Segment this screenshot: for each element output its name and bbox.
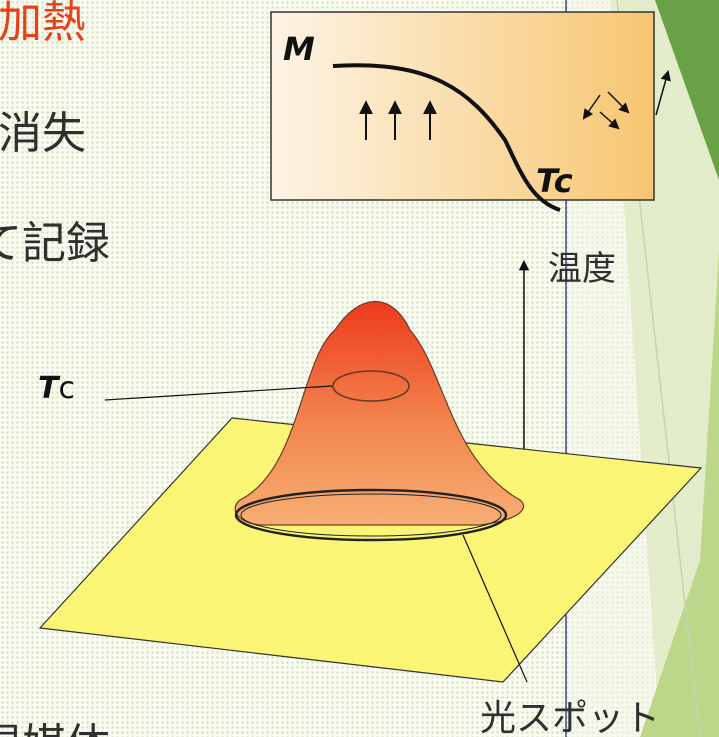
slide-text-line2: 消失 xyxy=(0,108,86,159)
light-spot-ellipse xyxy=(234,488,508,542)
light-spot-leader-line xyxy=(462,534,528,683)
light-spot-label: 光スポット xyxy=(480,698,660,737)
medium-plane xyxy=(38,417,703,683)
magnetization-label: M xyxy=(283,30,315,68)
temperature-peak xyxy=(234,301,525,542)
tc-leader-line xyxy=(104,385,333,401)
slide-text-line4: 録媒体 xyxy=(0,720,110,737)
tc-contour xyxy=(332,370,410,402)
magnetization-curve xyxy=(332,63,561,212)
slide-text-line3: て記録 xyxy=(0,218,110,269)
spin-arrow-icon xyxy=(582,69,671,130)
curie-temp-inset-label: Tc xyxy=(536,162,573,200)
temperature-label: 温度 xyxy=(548,249,616,289)
up-arrow-icon xyxy=(359,100,437,140)
magnetization-inset xyxy=(270,11,671,212)
slide-text-line1: 加熱 xyxy=(0,0,86,48)
tc-label: Tc xyxy=(38,371,75,406)
